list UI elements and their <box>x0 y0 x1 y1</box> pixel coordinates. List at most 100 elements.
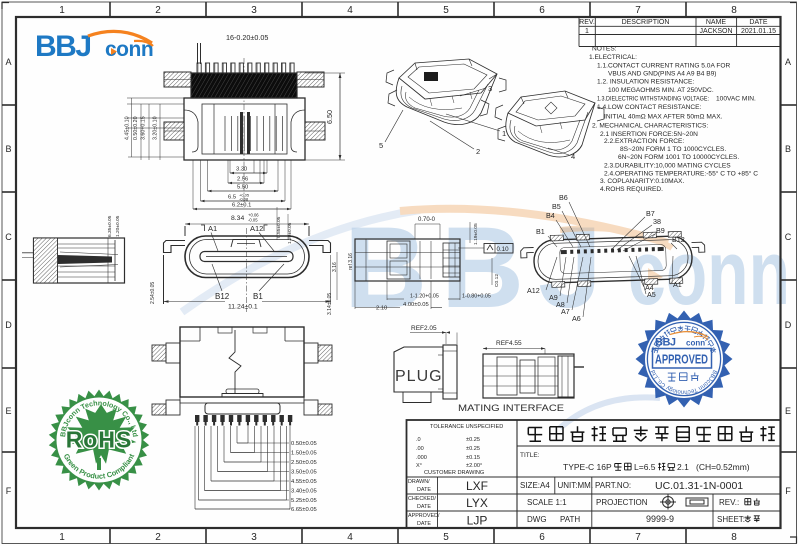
svg-text:3: 3 <box>251 5 257 16</box>
svg-text:C: C <box>785 232 792 242</box>
svg-text:.00: .00 <box>416 446 424 452</box>
svg-text:3.50±0.05: 3.50±0.05 <box>291 470 317 476</box>
svg-text:0.70-0: 0.70-0 <box>418 217 436 223</box>
svg-text:ref 3.16: ref 3.16 <box>348 253 354 270</box>
svg-text:A: A <box>5 57 11 67</box>
svg-text:1: 1 <box>502 129 506 138</box>
svg-text:LYX: LYX <box>466 496 488 510</box>
svg-text:±0.15: ±0.15 <box>466 455 480 461</box>
svg-text:PROJECTION: PROJECTION <box>596 498 648 507</box>
svg-text:E: E <box>785 406 791 416</box>
svg-text:4: 4 <box>347 532 353 543</box>
svg-text:F: F <box>6 486 12 496</box>
svg-text:MATING INTERFACE: MATING INTERFACE <box>458 403 564 413</box>
svg-text:PLUG: PLUG <box>395 368 443 385</box>
svg-text:conn: conn <box>105 38 153 61</box>
svg-text:BBJ: BBJ <box>655 337 676 349</box>
svg-text:SHEET:: SHEET: <box>717 515 745 524</box>
svg-text:F: F <box>785 486 791 496</box>
svg-text:4.55±0.05: 4.55±0.05 <box>291 479 317 485</box>
svg-text:D: D <box>785 320 792 330</box>
svg-text:3: 3 <box>488 84 492 93</box>
svg-text:2.1 INSERTION FORCE:5N~20N: 2.1 INSERTION FORCE:5N~20N <box>600 131 698 138</box>
svg-text:0.55±0.05: 0.55±0.05 <box>276 216 282 238</box>
svg-text:3.40±0.05: 3.40±0.05 <box>291 489 317 495</box>
svg-text:SCALE 1:1: SCALE 1:1 <box>527 498 567 507</box>
svg-text:±0.25: ±0.25 <box>466 437 480 443</box>
svg-text:L=6.5: L=6.5 <box>634 462 656 472</box>
svg-text:4.00±0.05: 4.00±0.05 <box>403 302 429 308</box>
svg-text:B12: B12 <box>672 235 685 244</box>
svg-text:6: 6 <box>539 5 545 16</box>
svg-text:INITIAL 40mΩ MAX AFTER 50mΩ M: INITIAL 40mΩ MAX AFTER 50mΩ MAX. <box>604 114 723 121</box>
svg-text:6.65±0.05: 6.65±0.05 <box>291 507 317 513</box>
svg-text:A6: A6 <box>572 314 581 323</box>
svg-text:A1: A1 <box>673 280 682 289</box>
svg-text:CUSTOMER DRAWING: CUSTOMER DRAWING <box>424 470 484 476</box>
svg-text:4: 4 <box>571 152 575 161</box>
svg-text:1-1.20+0.05: 1-1.20+0.05 <box>410 294 439 300</box>
svg-text:100 MEGAOHMS MIN. AT 250VDC.: 100 MEGAOHMS MIN. AT 250VDC. <box>608 87 714 94</box>
svg-text:B: B <box>785 144 791 154</box>
svg-text:9999-9: 9999-9 <box>646 514 674 524</box>
svg-text:2.54±0.05: 2.54±0.05 <box>150 282 156 304</box>
svg-text:A9: A9 <box>549 293 558 302</box>
svg-text:±0.25: ±0.25 <box>466 446 480 452</box>
svg-text:REV.: REV. <box>579 19 595 26</box>
svg-text:.000: .000 <box>416 455 427 461</box>
svg-text:DATE: DATE <box>417 504 431 510</box>
svg-text:1-0.80+0.05: 1-0.80+0.05 <box>462 294 491 300</box>
svg-text:APPROVED/: APPROVED/ <box>408 513 440 519</box>
svg-text:DESCRIPTION: DESCRIPTION <box>622 19 670 26</box>
svg-text:LXF: LXF <box>466 479 488 493</box>
svg-text:7: 7 <box>635 5 641 16</box>
svg-text:REF4.55: REF4.55 <box>496 340 522 347</box>
svg-text:8: 8 <box>731 532 737 543</box>
svg-text:PATH: PATH <box>560 515 580 524</box>
svg-text:2. MECHANICAL CHARACTERISTICS: 2. MECHANICAL CHARACTERISTICS: <box>592 123 708 130</box>
svg-text:NOTES:: NOTES: <box>592 46 617 53</box>
svg-text:4: 4 <box>347 5 353 16</box>
svg-text:1.19±0.05: 1.19±0.05 <box>473 223 479 245</box>
svg-text:A12: A12 <box>250 224 263 233</box>
svg-text:DRAWN/: DRAWN/ <box>408 479 430 485</box>
svg-text:(CH=0.52mm): (CH=0.52mm) <box>696 462 750 472</box>
svg-text:A: A <box>785 57 791 67</box>
svg-text:6.2±0.1: 6.2±0.1 <box>232 203 251 209</box>
svg-text:1: 1 <box>59 532 65 543</box>
svg-text:PART.NO:: PART.NO: <box>595 481 631 490</box>
svg-text:A1: A1 <box>208 224 217 233</box>
svg-text:2.2.EXTRACTION FORCE:: 2.2.EXTRACTION FORCE: <box>604 138 684 145</box>
svg-text:16-0.20±0.05: 16-0.20±0.05 <box>226 33 268 42</box>
svg-text:SIZE:A4: SIZE:A4 <box>520 481 550 490</box>
svg-text:C: C <box>5 232 12 242</box>
svg-text:5: 5 <box>443 532 449 543</box>
svg-text:2.10: 2.10 <box>376 306 387 312</box>
svg-text:6N~20N FORM 1001 TO 10000CYCLE: 6N~20N FORM 1001 TO 10000CYCLES. <box>618 154 739 161</box>
svg-text:8: 8 <box>731 5 737 16</box>
svg-text:DATE: DATE <box>749 19 767 26</box>
svg-text:1: 1 <box>585 28 589 35</box>
svg-text:1.20±0.05: 1.20±0.05 <box>115 215 121 237</box>
svg-text:B1: B1 <box>253 292 263 301</box>
svg-text:B9: B9 <box>656 226 665 235</box>
svg-text:BBJ: BBJ <box>35 30 91 63</box>
svg-text:2021.01.15: 2021.01.15 <box>741 28 776 35</box>
svg-text:D: D <box>5 320 12 330</box>
svg-text:±2.00°: ±2.00° <box>466 463 482 469</box>
svg-text:B1: B1 <box>536 227 545 236</box>
svg-text:NAME: NAME <box>706 19 727 26</box>
svg-text:+0.05: +0.05 <box>239 193 250 198</box>
svg-text:1.20±0.05: 1.20±0.05 <box>287 222 293 244</box>
svg-text:5.50: 5.50 <box>237 185 248 191</box>
svg-text:1.1.CONTACT CURRENT RATING 5.0: 1.1.CONTACT CURRENT RATING 5.0A FOR <box>597 62 730 69</box>
svg-text:CHECKED/: CHECKED/ <box>408 496 436 502</box>
svg-text:TITLE:: TITLE: <box>520 452 540 459</box>
svg-text:3: 3 <box>251 532 257 543</box>
svg-text:A7: A7 <box>561 307 570 316</box>
svg-text:B6: B6 <box>559 193 568 202</box>
svg-text:3.14±0.05: 3.14±0.05 <box>327 293 333 315</box>
svg-text:1.3.DIELECTRIC WITHSTANDING VO: 1.3.DIELECTRIC WITHSTANDING VOLTAGE: <box>597 95 709 102</box>
svg-text:5: 5 <box>379 141 383 150</box>
svg-text:DWG: DWG <box>527 515 547 524</box>
